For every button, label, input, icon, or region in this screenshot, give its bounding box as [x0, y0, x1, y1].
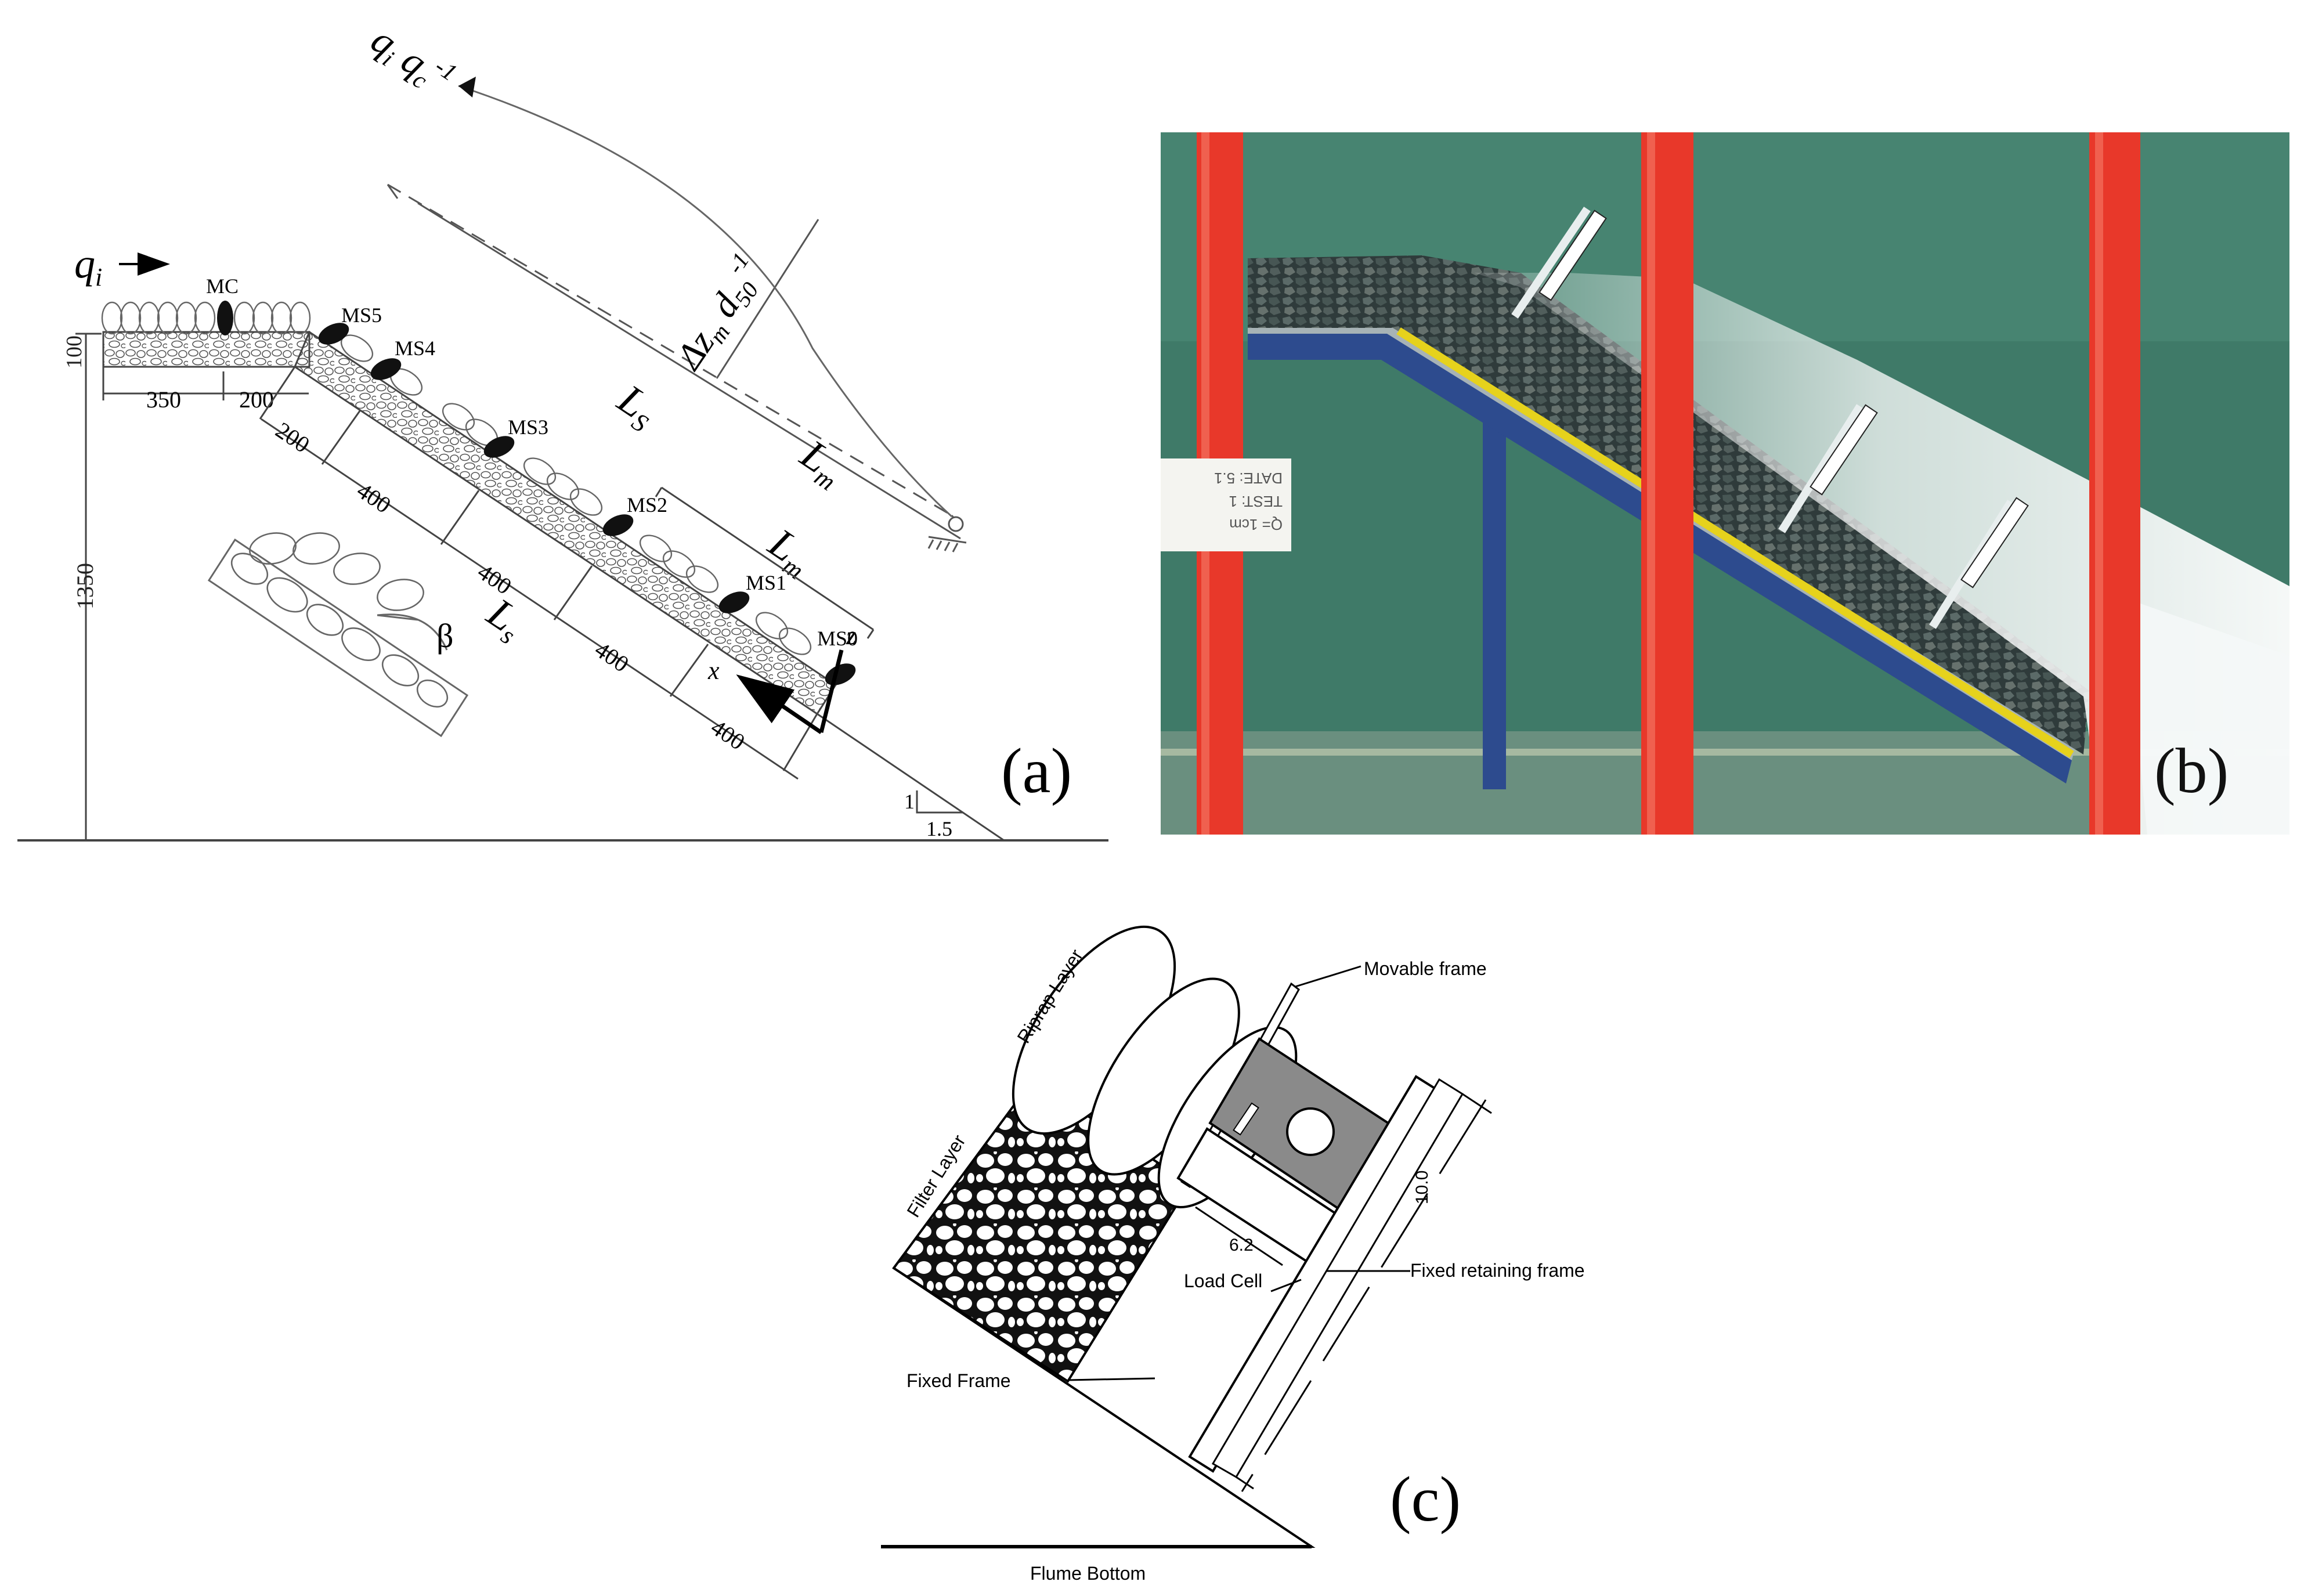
slope-dim-ticks — [259, 366, 818, 771]
panel-a: 1350 100 — [17, 16, 1108, 842]
svg-text:LS: LS — [607, 375, 666, 438]
dim-height: 1350 — [72, 563, 98, 609]
sensor-ms3-marker — [483, 436, 515, 458]
yellow-rail — [1396, 327, 2074, 758]
dim-thickness: 100 — [62, 335, 86, 369]
sensor-label-ms4: MS4 — [395, 337, 435, 360]
crest-armor — [101, 301, 311, 335]
pivot-circle — [948, 516, 964, 532]
panel-label-b: (b) — [2154, 735, 2229, 806]
svg-text:qi: qi — [74, 240, 102, 291]
sensor-ms5-marker — [318, 323, 349, 345]
sensor-label-ms0: MS0 — [817, 627, 858, 650]
sign-line-1: DATE: 5.1 — [1214, 470, 1283, 487]
inflow-label: qi — [74, 240, 102, 291]
splash-right — [2124, 598, 2289, 835]
white-water — [1474, 273, 2289, 835]
pivot-hatch — [927, 536, 967, 553]
crest-layer — [102, 331, 310, 368]
x-axis — [736, 674, 822, 734]
dim-small-line — [1195, 1206, 1283, 1266]
dim-crest-1: 350 — [146, 387, 181, 413]
sensor-mc-marker — [217, 301, 233, 335]
load-cell-slot-1 — [1233, 1102, 1259, 1136]
z-axis — [819, 649, 844, 733]
sensor-label-ms3: MS3 — [508, 416, 548, 439]
leader-lines — [1067, 965, 1410, 1381]
sensor-label-ms1: MS1 — [746, 571, 786, 594]
slope-armor — [340, 334, 812, 655]
slope-ratio-h: 1.5 — [926, 817, 952, 840]
rotation-arc-arrow — [458, 77, 476, 98]
stone-detail-inset: β — [207, 532, 469, 738]
svg-text:Ls: Ls — [476, 588, 533, 649]
red-frame-center-highlight — [1647, 132, 1655, 835]
sensor-label-ms5: MS5 — [341, 304, 382, 327]
dim-large-line — [1241, 1099, 1487, 1492]
panel-label-c: (c) — [1390, 1464, 1461, 1534]
label-flume-bottom: Flume Bottom — [1030, 1563, 1146, 1584]
dim-large-tick-2 — [1236, 1476, 1254, 1490]
ls-label-slope: Ls — [476, 588, 533, 649]
sign-line-2: TEST: 1 — [1229, 493, 1283, 510]
load-cell-hole — [1286, 1107, 1335, 1156]
sensor-ms2-marker — [602, 514, 634, 536]
red-frame-right-highlight — [2095, 132, 2103, 835]
stone-layer — [1248, 255, 2089, 754]
axis-x-label: x — [707, 656, 720, 685]
ratio-label: qi qc-1 — [362, 16, 462, 106]
panel-b: DATE: 5.1 TEST: 1 Q= 1cm (b) — [1161, 132, 2289, 835]
sensor-label-mc: MC — [206, 275, 239, 298]
dim-slope-4: 400 — [706, 714, 750, 755]
dim-slope-0: 200 — [271, 417, 315, 458]
ls-label-top: LS — [607, 375, 666, 438]
svg-text:qi qc-1: qi qc-1 — [362, 16, 462, 106]
dim-large: 10.0 — [1413, 1171, 1432, 1204]
sensor-ms4-marker — [370, 358, 402, 380]
dim-slope-3: 400 — [590, 636, 634, 677]
dim-small: 6.2 — [1229, 1236, 1254, 1255]
gauge-rods — [1511, 207, 2029, 629]
beta-label: β — [436, 617, 454, 655]
fixed-retaining-frame — [1188, 1075, 1441, 1473]
slope-ratio-triangle — [916, 790, 963, 814]
lm-bracket — [655, 486, 875, 639]
label-fixed-frame: Fixed Frame — [906, 1370, 1011, 1391]
dim-crest-2: 200 — [239, 387, 274, 413]
panel-c: 10.0 6.2 Movable frame Fixed retaining f… — [881, 925, 1585, 1584]
label-movable-frame: Movable frame — [1364, 958, 1487, 979]
dim-large-tick-1 — [1462, 1093, 1492, 1114]
label-fixed-retaining-frame: Fixed retaining frame — [1410, 1260, 1585, 1281]
svg-text:Lm: Lm — [790, 430, 854, 496]
sign-line-3: Q= 1cm — [1229, 516, 1283, 533]
slope-ratio-v: 1 — [904, 790, 915, 813]
test-sign — [1161, 458, 1291, 551]
slope-dim-line — [261, 418, 799, 780]
dim-slope-1: 400 — [352, 477, 396, 518]
slope-base-line — [817, 713, 1005, 842]
axis-z-label: z — [846, 622, 856, 650]
photo-floor-line — [1161, 749, 2289, 756]
lm-label-top: Lm — [790, 430, 854, 496]
rotation-arc — [458, 85, 953, 518]
sensor-label-ms2: MS2 — [627, 493, 667, 517]
panel-label-a: (a) — [1001, 735, 1072, 806]
label-load-cell: Load Cell — [1184, 1270, 1262, 1291]
sensor-ms1-marker — [718, 591, 750, 613]
ls-frame — [387, 183, 961, 540]
